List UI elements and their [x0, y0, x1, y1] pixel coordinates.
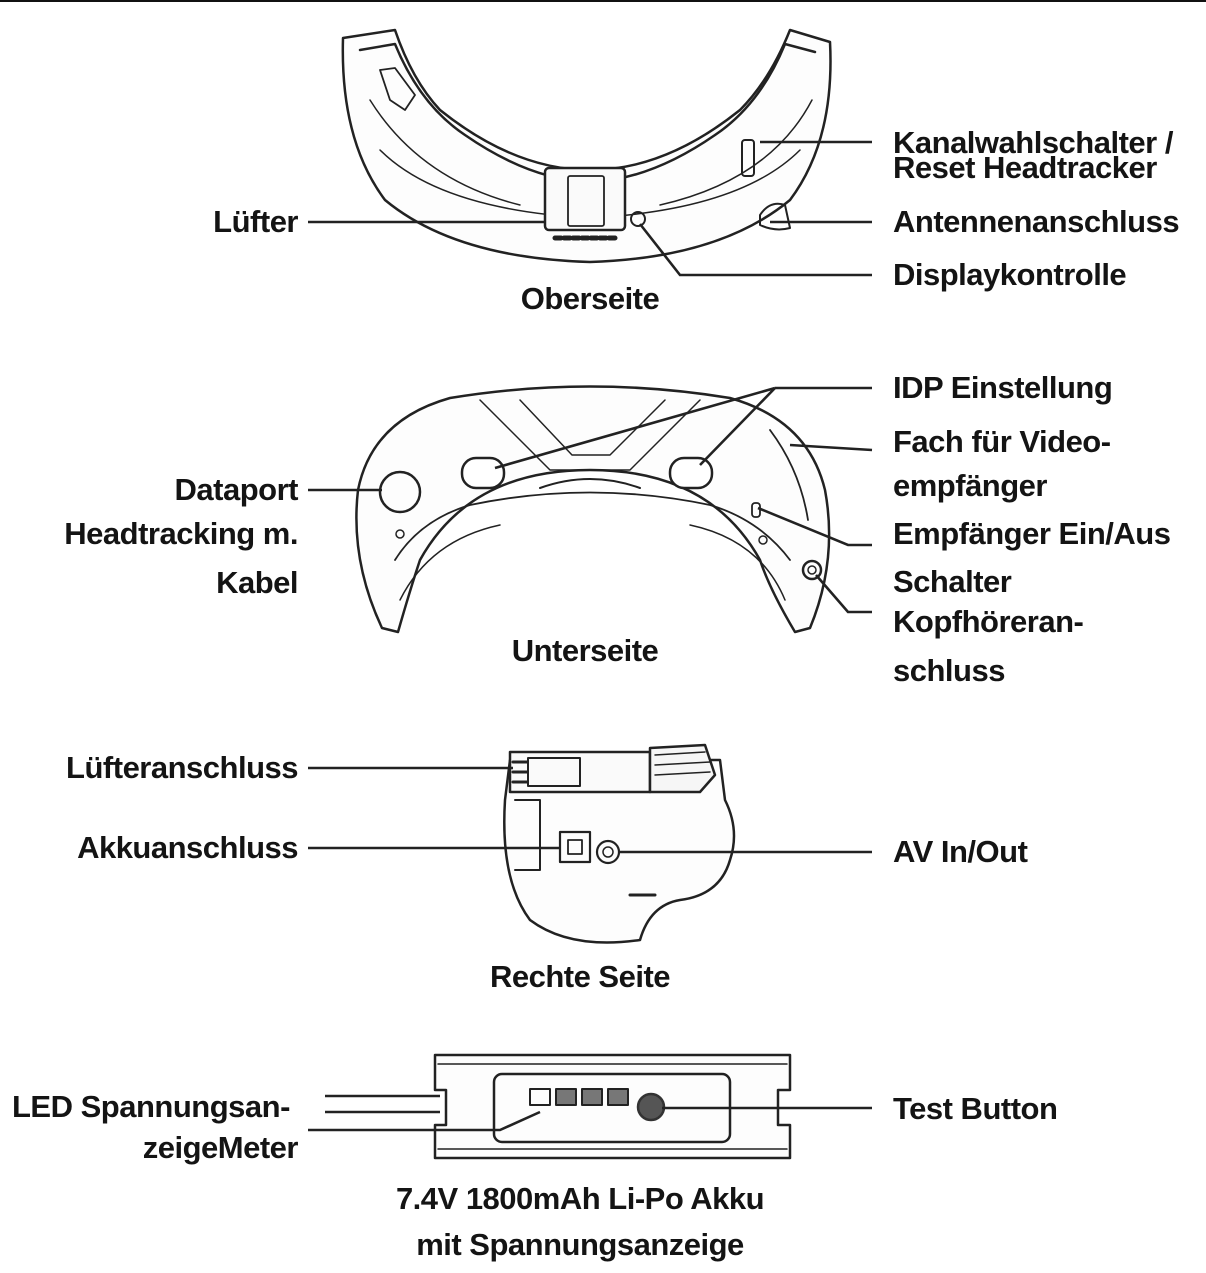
- label-receiver-switch: Empfänger Ein/Aus: [893, 516, 1171, 551]
- caption-battery-line2: mit Spannungsanzeige: [416, 1227, 744, 1262]
- goggles-right-view: [503, 743, 736, 944]
- label-video-bay-line1: Fach für Video-: [893, 424, 1111, 459]
- label-test-button: Test Button: [893, 1091, 1058, 1126]
- leader-lines: [308, 140, 873, 1132]
- caption-battery-line1: 7.4V 1800mAh Li-Po Akku: [395, 1181, 765, 1216]
- label-dataport-line1: Dataport: [174, 472, 299, 507]
- caption-bottom-view: Unterseite: [511, 633, 659, 668]
- label-headphone-line1: Schalter: [893, 564, 1012, 599]
- label-fan-port: Lüfteranschluss: [66, 750, 298, 785]
- test-button-graphic: [636, 1092, 666, 1122]
- label-av-in-out: AV In/Out: [893, 834, 1028, 869]
- top-border: [0, 0, 1206, 2]
- label-channel-switch-line2: Reset Headtracker: [893, 150, 1157, 185]
- battery-view: [433, 1053, 792, 1160]
- label-led-meter-line2: zeigeMeter: [142, 1130, 299, 1165]
- label-video-bay-line2: empfänger: [893, 468, 1047, 503]
- label-antenna-port: Antennenanschluss: [893, 204, 1180, 239]
- goggles-top-view: [341, 28, 832, 264]
- label-headphone-line3: schluss: [893, 653, 1005, 688]
- label-display-control: Displaykontrolle: [893, 257, 1127, 292]
- goggles-bottom-view: [355, 385, 831, 634]
- label-battery-port: Akkuanschluss: [77, 830, 298, 865]
- caption-top-view: Oberseite: [520, 281, 660, 316]
- label-fan: Lüfter: [213, 204, 298, 239]
- label-channel-switch-line1: Kanalwahlschalter /: [893, 125, 1173, 160]
- label-idp-setting: IDP Einstellung: [893, 370, 1113, 405]
- label-dataport-line2: Headtracking m.: [64, 516, 298, 551]
- label-led-meter-line1: LED Spannungsan-: [12, 1089, 290, 1124]
- label-headphone-line2: Kopfhöreran-: [893, 604, 1084, 639]
- caption-right-view: Rechte Seite: [489, 959, 671, 994]
- label-dataport-line3: Kabel: [216, 565, 298, 600]
